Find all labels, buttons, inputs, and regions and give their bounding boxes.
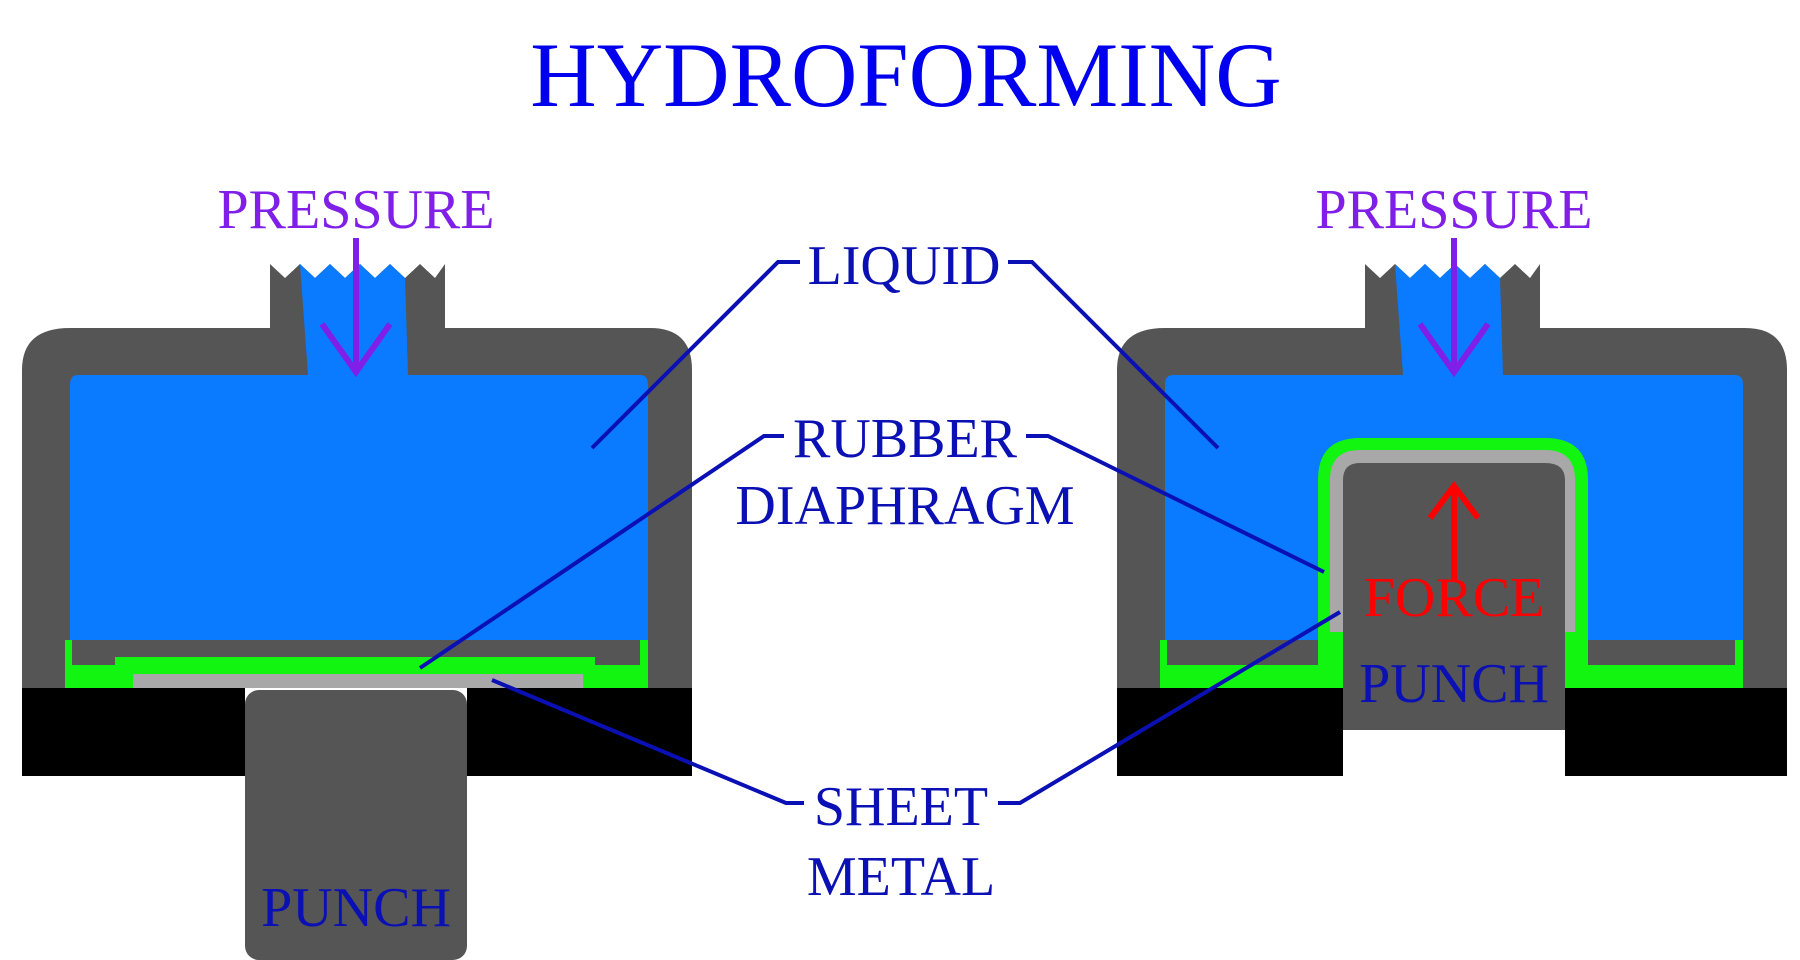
force-label: FORCE: [1364, 567, 1545, 629]
callouts: [418, 260, 1342, 805]
liquid-leader-right: [1008, 260, 1220, 450]
right-punch: [1343, 463, 1565, 730]
left-sheet-metal: [133, 674, 583, 688]
sheet-label-line2: METAL: [807, 846, 995, 908]
sheet-leader-left: [491, 678, 804, 805]
right-pressure-label: PRESSURE: [1316, 179, 1593, 241]
diagram-title: HYDROFORMING: [530, 24, 1281, 126]
left-punch-label: PUNCH: [261, 877, 451, 939]
right-die: [1117, 688, 1787, 776]
right-stage: FORCE PUNCH PRESSURE: [1117, 179, 1787, 776]
left-pressure-arrowhead: [319, 322, 393, 378]
rubber-label-line2: DIAPHRAGM: [735, 475, 1074, 537]
left-liquid: [70, 264, 648, 640]
sheet-label-line1: SHEET: [814, 776, 988, 838]
rubber-leader-left: [418, 434, 784, 670]
rubber-leader-right: [1026, 434, 1325, 574]
force-arrowhead: [1427, 481, 1481, 520]
left-stage: PUNCH PRESSURE: [22, 179, 692, 960]
left-punch: [245, 690, 467, 960]
liquid-label: LIQUID: [808, 235, 1001, 297]
sheet-leader-right: [998, 610, 1342, 805]
right-pressure-arrowhead: [1417, 322, 1491, 378]
right-punch-label: PUNCH: [1359, 653, 1549, 715]
left-pressure-label: PRESSURE: [218, 179, 495, 241]
rubber-label-line1: RUBBER: [793, 408, 1018, 470]
liquid-leader-left: [590, 260, 800, 450]
left-die: [22, 688, 692, 776]
